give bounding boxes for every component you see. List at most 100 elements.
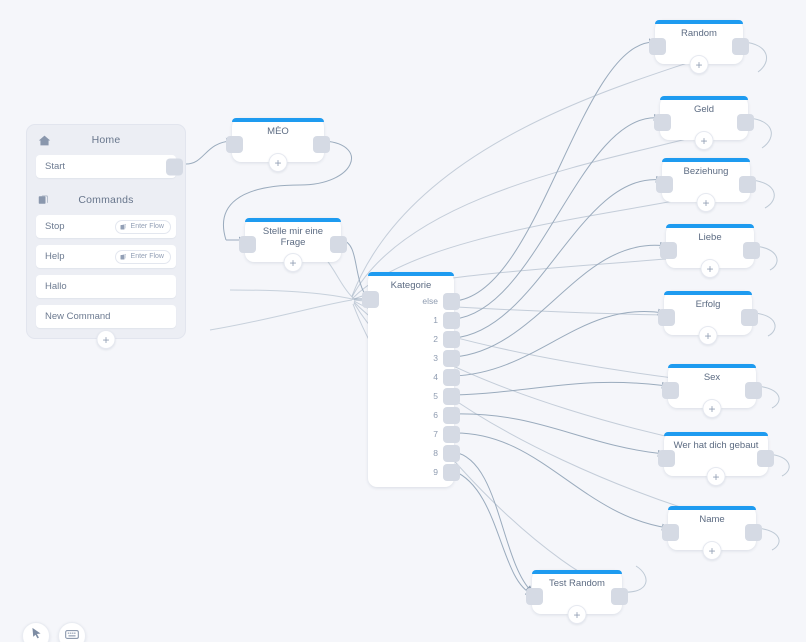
kategorie-output-1[interactable]: 1 bbox=[433, 312, 460, 329]
node-output-port[interactable] bbox=[743, 242, 760, 259]
node-add-button[interactable]: + bbox=[702, 399, 722, 418]
enter-flow-badge[interactable]: Enter Flow bbox=[114, 249, 171, 264]
panel-row-start[interactable]: Start bbox=[36, 155, 183, 178]
plus-icon: + bbox=[706, 467, 726, 486]
kategorie-output-port[interactable] bbox=[443, 388, 460, 405]
node-add-button[interactable]: + bbox=[689, 55, 709, 74]
node-output-port[interactable] bbox=[330, 236, 347, 253]
kategorie-output-port[interactable] bbox=[443, 464, 460, 481]
kategorie-output-port[interactable] bbox=[443, 350, 460, 367]
node-stelle-mir-eine-frage[interactable]: Stelle mir eine Frage + bbox=[239, 218, 347, 272]
cursor-tool-button[interactable] bbox=[22, 622, 50, 642]
node-random[interactable]: Random + bbox=[649, 20, 749, 74]
node-output-port[interactable] bbox=[732, 38, 749, 55]
node-add-button[interactable]: + bbox=[283, 253, 303, 272]
kategorie-output-port[interactable] bbox=[443, 407, 460, 424]
node-title: Erfolg bbox=[695, 299, 721, 310]
kategorie-output-label: 7 bbox=[433, 429, 438, 439]
node-input-port[interactable] bbox=[239, 236, 256, 253]
kategorie-output-2[interactable]: 2 bbox=[433, 331, 460, 348]
kategorie-output-3[interactable]: 3 bbox=[433, 350, 460, 367]
node-accent-bar bbox=[668, 506, 756, 510]
node-input-port[interactable] bbox=[662, 524, 679, 541]
commands-icon bbox=[37, 193, 51, 207]
node-name[interactable]: Name + bbox=[662, 506, 762, 560]
node-input-port[interactable] bbox=[226, 136, 243, 153]
node-beziehung[interactable]: Beziehung + bbox=[656, 158, 756, 212]
node-output-port[interactable] bbox=[741, 309, 758, 326]
kategorie-output-else[interactable]: else bbox=[422, 293, 460, 310]
kategorie-output-port[interactable] bbox=[443, 426, 460, 443]
node-input-port[interactable] bbox=[660, 242, 677, 259]
panel-row-hallo[interactable]: Hallo bbox=[36, 275, 176, 298]
keyboard-shortcuts-button[interactable] bbox=[58, 622, 86, 642]
kategorie-output-port[interactable] bbox=[443, 369, 460, 386]
kategorie-output-7[interactable]: 7 bbox=[433, 426, 460, 443]
canvas-toolbar[interactable] bbox=[22, 622, 86, 642]
plus-icon: + bbox=[283, 253, 303, 272]
node-output-port[interactable] bbox=[313, 136, 330, 153]
kategorie-output-port[interactable] bbox=[443, 331, 460, 348]
enter-flow-badge[interactable]: Enter Flow bbox=[114, 219, 171, 234]
node-wer-hat-dich-gebaut[interactable]: Wer hat dich gebaut + bbox=[658, 432, 774, 486]
kategorie-output-9[interactable]: 9 bbox=[433, 464, 460, 481]
node-output-port[interactable] bbox=[745, 524, 762, 541]
node-add-button[interactable]: + bbox=[268, 153, 288, 172]
panel-row-help[interactable]: Help Enter Flow bbox=[36, 245, 176, 268]
plus-icon: + bbox=[567, 605, 587, 624]
node-add-button[interactable]: + bbox=[694, 131, 714, 150]
node-input-port[interactable] bbox=[362, 291, 379, 308]
node-add-button[interactable]: + bbox=[700, 259, 720, 278]
node-input-port[interactable] bbox=[662, 382, 679, 399]
node-input-port[interactable] bbox=[656, 176, 673, 193]
node-geld[interactable]: Geld + bbox=[654, 96, 754, 150]
node-output-port[interactable] bbox=[737, 114, 754, 131]
kategorie-output-label: else bbox=[422, 296, 438, 306]
node-test-random[interactable]: Test Random + bbox=[526, 570, 628, 624]
panel-row-stop[interactable]: Stop Enter Flow bbox=[36, 215, 176, 238]
panel-row-label: Stop bbox=[45, 221, 65, 232]
plus-icon: + bbox=[96, 330, 116, 349]
node-output-port[interactable] bbox=[739, 176, 756, 193]
node-input-port[interactable] bbox=[526, 588, 543, 605]
node-liebe[interactable]: Liebe + bbox=[660, 224, 760, 278]
node-output-port[interactable] bbox=[611, 588, 628, 605]
plus-icon: + bbox=[689, 55, 709, 74]
flow-icon bbox=[120, 253, 128, 261]
node-add-button[interactable]: + bbox=[702, 541, 722, 560]
node-sex[interactable]: Sex + bbox=[662, 364, 762, 418]
node-title: Test Random bbox=[549, 578, 605, 589]
node-input-port[interactable] bbox=[658, 450, 675, 467]
node-accent-bar bbox=[664, 291, 752, 295]
node-add-button[interactable]: + bbox=[698, 326, 718, 345]
kategorie-output-4[interactable]: 4 bbox=[433, 369, 460, 386]
node-output-port[interactable] bbox=[745, 382, 762, 399]
node-meo[interactable]: MÈO + bbox=[226, 118, 330, 172]
node-input-port[interactable] bbox=[649, 38, 666, 55]
node-title: Liebe bbox=[698, 232, 722, 243]
node-erfolg[interactable]: Erfolg + bbox=[658, 291, 758, 345]
node-add-button[interactable]: + bbox=[706, 467, 726, 486]
node-input-port[interactable] bbox=[654, 114, 671, 131]
kategorie-output-port[interactable] bbox=[443, 293, 460, 310]
kategorie-output-port[interactable] bbox=[443, 312, 460, 329]
start-output-port[interactable] bbox=[166, 158, 183, 175]
node-add-button[interactable]: + bbox=[696, 193, 716, 212]
kategorie-output-6[interactable]: 6 bbox=[433, 407, 460, 424]
panel-add-button[interactable]: + bbox=[96, 330, 116, 349]
kategorie-output-5[interactable]: 5 bbox=[433, 388, 460, 405]
node-output-port[interactable] bbox=[757, 450, 774, 467]
node-kategorie[interactable]: Kategorie else 1 2 3 4 5 6 bbox=[362, 272, 460, 487]
commands-panel[interactable]: Home Start Commands Stop Enter Flow Help bbox=[26, 124, 186, 349]
node-add-button[interactable]: + bbox=[567, 605, 587, 624]
kategorie-output-label: 9 bbox=[433, 467, 438, 477]
plus-icon: + bbox=[700, 259, 720, 278]
kategorie-output-label: 5 bbox=[433, 391, 438, 401]
kategorie-output-port[interactable] bbox=[443, 445, 460, 462]
node-input-port[interactable] bbox=[658, 309, 675, 326]
panel-row-new-command[interactable]: New Command bbox=[36, 305, 176, 328]
node-title: Kategorie bbox=[390, 280, 432, 291]
enter-flow-label: Enter Flow bbox=[130, 223, 164, 230]
kategorie-output-8[interactable]: 8 bbox=[433, 445, 460, 462]
